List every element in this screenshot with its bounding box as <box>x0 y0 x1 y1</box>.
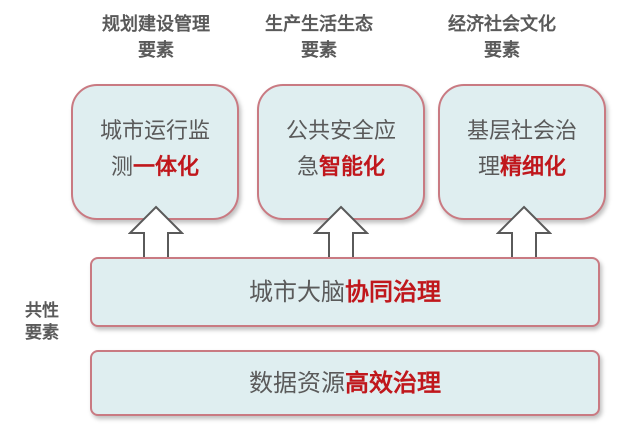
header-line-2: 要素 <box>301 40 337 61</box>
side-label-common-elements: 共性 要素 <box>25 300 75 344</box>
box-text-normal: 急 <box>296 155 319 180</box>
side-label-line-1: 共性 <box>25 301 59 321</box>
header-economy-elements: 经济社会文化 要素 <box>412 12 592 64</box>
header-line-1: 经济社会文化 <box>448 14 556 35</box>
box-line-1: 公共安全应 <box>285 119 396 144</box>
side-label-line-2: 要素 <box>25 323 59 343</box>
box-text-highlight: 高效治理 <box>345 369 441 397</box>
box-text-highlight: 一体化 <box>133 155 200 180</box>
box-text-highlight: 协同治理 <box>345 278 441 306</box>
header-line-2: 要素 <box>484 40 520 61</box>
header-production-elements: 生产生活生态 要素 <box>229 12 409 64</box>
box-text-normal: 城市大脑 <box>249 278 345 306</box>
box-line-1: 基层社会治 <box>466 119 577 144</box>
box-line-2: 急智能化 <box>259 150 423 186</box>
header-planning-elements: 规划建设管理 要素 <box>66 12 246 64</box>
box-grassroots-governance: 基层社会治 理精细化 <box>438 84 606 220</box>
box-city-brain: 城市大脑协同治理 <box>90 257 600 327</box>
box-data-resources: 数据资源高效治理 <box>90 350 600 416</box>
box-line-2: 理精细化 <box>440 150 604 186</box>
box-text-highlight: 智能化 <box>319 155 386 180</box>
box-text-normal: 测 <box>110 155 133 180</box>
header-line-1: 规划建设管理 <box>102 14 210 35</box>
box-line-2: 测一体化 <box>73 150 237 186</box>
box-text-highlight: 精细化 <box>500 155 567 180</box>
box-city-operation: 城市运行监 测一体化 <box>71 84 239 220</box>
box-text-normal: 理 <box>477 155 500 180</box>
box-public-safety: 公共安全应 急智能化 <box>257 84 425 220</box>
header-line-1: 生产生活生态 <box>265 14 373 35</box>
header-line-2: 要素 <box>138 40 174 61</box>
box-text-normal: 数据资源 <box>249 369 345 397</box>
box-line-1: 城市运行监 <box>99 119 210 144</box>
